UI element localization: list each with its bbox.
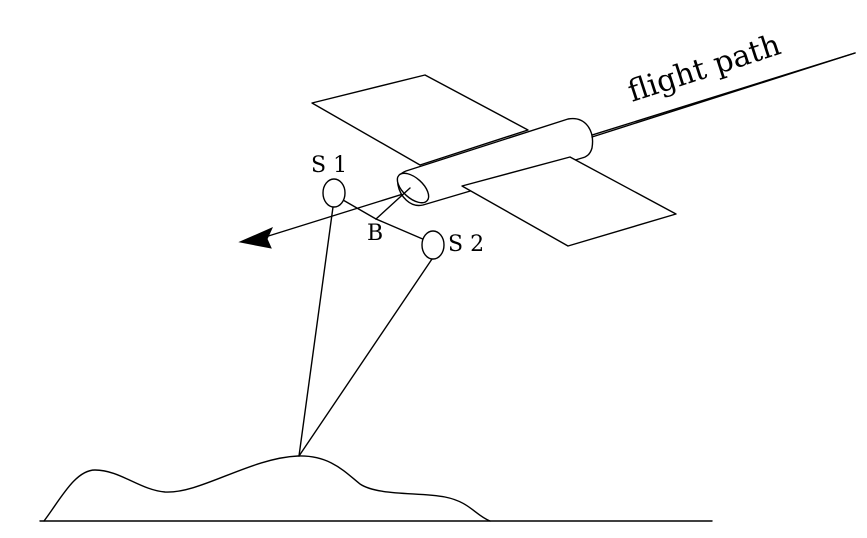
ray-s2-to-target [298, 258, 433, 457]
label-s2: S 2 [448, 232, 484, 257]
label-flight-path: flight path [624, 27, 785, 109]
flight-direction-arrowhead [238, 227, 273, 249]
ray-s1-to-target [298, 206, 334, 457]
label-b: B [367, 221, 383, 246]
far-wing [311, 74, 529, 166]
near-wing [461, 156, 677, 247]
baseline-b-to-fuselage [375, 187, 411, 220]
fuselage-nose-ellipse [396, 172, 430, 204]
baseline-s1-to-b [342, 199, 377, 220]
baseline-b-to-s2 [375, 218, 426, 241]
antenna-s1 [322, 178, 346, 208]
label-s1: S 1 [311, 153, 347, 178]
antenna-s2 [421, 230, 445, 260]
flight-path-front-segment [591, 52, 856, 138]
terrain-profile [43, 455, 491, 522]
